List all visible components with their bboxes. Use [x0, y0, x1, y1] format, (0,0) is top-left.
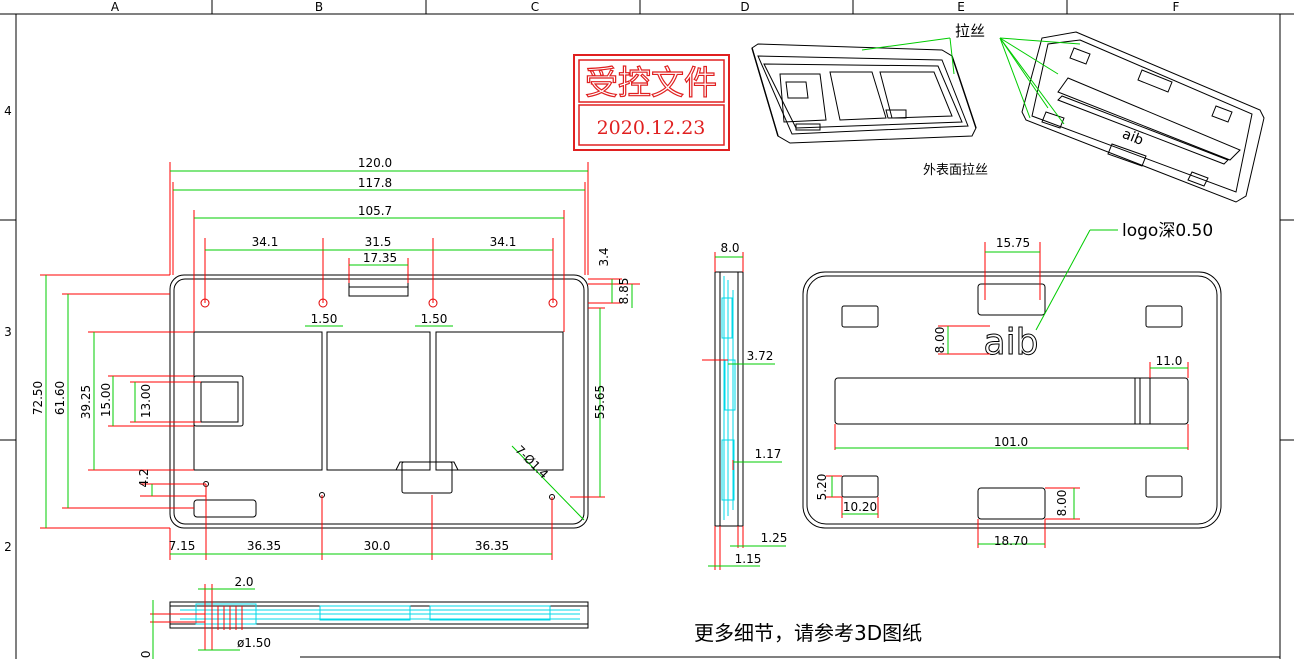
dim-height-right: 55.65	[593, 385, 607, 419]
dim-back-logo-height: 8.00	[933, 327, 947, 354]
sheet-zone-labels: A B C D E F 4 3 2	[4, 0, 1179, 554]
back-view-dim-leaders	[831, 229, 1188, 545]
side-view-dimension-lines	[702, 252, 744, 570]
dim-pitch-3: 34.1	[490, 235, 517, 249]
back-view-outline	[802, 271, 1222, 529]
side-view-outline	[714, 271, 744, 527]
bottom-view-dimension-text: 2.0 ø1.50 2.0	[139, 575, 271, 659]
dim-pitch-1: 34.1	[252, 235, 279, 249]
back-view-dimension-text: 15.75 8.00 11.0 101.0 5.20 10.20 8.00 18…	[815, 236, 1182, 548]
isometric-back: aib	[1021, 31, 1265, 203]
bottom-note: 更多细节，请参考3D图纸	[694, 621, 922, 645]
dim-gap-left: 1.50	[311, 312, 338, 326]
stamp-date: 2020.12.23	[597, 117, 706, 139]
side-view-dimension-text: 8.0 3.72 1.17 1.25 1.15	[720, 241, 787, 566]
dim-side-2: 1.17	[755, 447, 782, 461]
front-view-dimension-text: 120.0 117.8 105.7 34.1 31.5 34.1 17.35 1…	[31, 156, 631, 553]
dim-holes-callout: 7-Ø1.4	[513, 443, 552, 482]
dim-height-4: 15.00	[99, 383, 113, 417]
row-label-2: 2	[4, 540, 12, 554]
dim-back-foot-height: 5.20	[815, 474, 829, 501]
dim-hole-offset: 4.2	[137, 468, 151, 487]
col-label-b: B	[315, 0, 323, 14]
col-label-c: C	[531, 0, 539, 14]
dim-bottom-view-3: 2.0	[139, 650, 153, 659]
dim-back-bottom-slot-width: 18.70	[994, 534, 1028, 548]
logo-depth-note: logo深0.50	[1122, 221, 1213, 241]
dim-height-2: 61.60	[53, 381, 67, 415]
back-logo: aib	[984, 322, 1039, 363]
col-label-a: A	[111, 0, 120, 14]
dim-back-slot-right: 11.0	[1156, 354, 1183, 368]
dim-height-3: 39.25	[79, 385, 93, 419]
dim-height-5: 13.00	[139, 384, 153, 418]
dim-bottom-view-1: 2.0	[234, 575, 253, 589]
dim-width-2: 117.8	[358, 176, 392, 190]
stamp-title: 受控文件	[585, 63, 717, 102]
front-view-dimension-lines	[45, 170, 633, 555]
back-view-dimension-lines	[826, 242, 1189, 548]
dim-width-3: 105.7	[358, 204, 392, 218]
dim-top-offset-1: 3.4	[597, 247, 611, 266]
dim-side-1: 3.72	[747, 349, 774, 363]
dim-bottom-4: 36.35	[475, 539, 509, 553]
dim-bottom-3: 30.0	[364, 539, 391, 553]
dim-top-offset-2: 8.85	[617, 278, 631, 305]
bottom-view-dim-leaders	[152, 588, 255, 659]
dim-overall-width: 120.0	[358, 156, 392, 170]
dim-back-long-slot: 101.0	[994, 435, 1028, 449]
dim-overall-height: 72.50	[31, 381, 45, 415]
dim-side-thickness: 8.0	[720, 241, 739, 255]
controlled-document-stamp: 受控文件 2020.12.23	[573, 54, 730, 151]
dim-bottom-view-2: ø1.50	[237, 636, 271, 650]
side-view-hidden	[721, 276, 736, 520]
dim-back-bottom-slot-height: 8.00	[1055, 490, 1069, 517]
row-label-4: 4	[4, 104, 12, 118]
bottom-view-hidden	[180, 603, 580, 625]
bottom-view-dimension-lines	[150, 584, 243, 650]
dim-pitch-2: 31.5	[365, 235, 392, 249]
dim-side-3: 1.25	[761, 531, 788, 545]
dim-back-foot-width: 10.20	[843, 500, 877, 514]
brushed-leaders	[861, 37, 1081, 125]
front-view-outline	[169, 274, 589, 529]
col-label-f: F	[1173, 0, 1180, 14]
front-view-holes	[200, 298, 558, 308]
brushed-callout: 拉丝	[955, 22, 985, 40]
row-label-3: 3	[4, 325, 12, 339]
dim-slot-width: 17.35	[363, 251, 397, 265]
dim-bottom-2: 36.35	[247, 539, 281, 553]
side-view-dim-leaders	[708, 256, 786, 567]
col-label-d: D	[740, 0, 749, 14]
outer-surface-note: 外表面拉丝	[923, 163, 988, 178]
dim-side-4: 1.15	[735, 552, 762, 566]
iso-logo: aib	[1120, 126, 1146, 149]
dim-back-top-slot: 15.75	[996, 236, 1030, 250]
isometric-front	[751, 43, 977, 144]
col-label-e: E	[957, 0, 965, 14]
front-view-dimensions	[40, 162, 640, 560]
dim-gap-right: 1.50	[421, 312, 448, 326]
dim-bottom-1: 7.15	[169, 539, 196, 553]
